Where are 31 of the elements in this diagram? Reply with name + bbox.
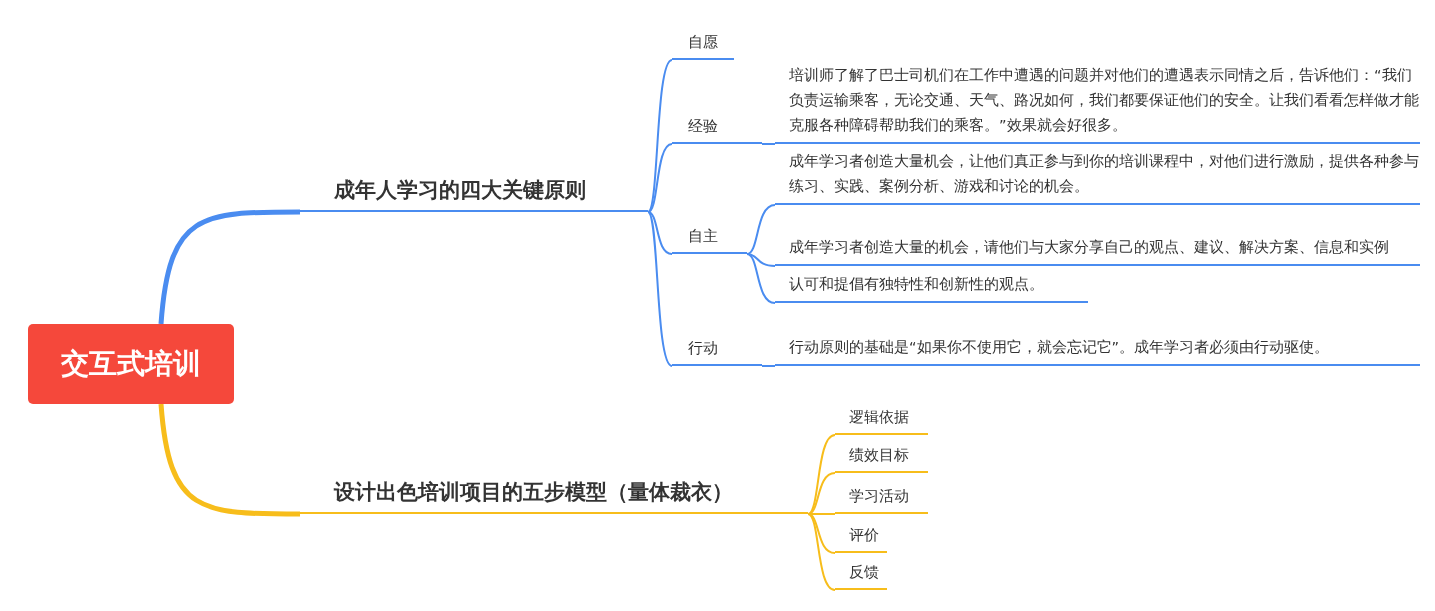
branch-line [158, 209, 300, 325]
note-text: 培训师了解了巴士司机们在工作中遭遇的问题并对他们的遭遇表示同情之后，告诉他们：“我们负责运输乘客，无论交通、天气、路况如何，我们都要保证他们的安全。让我们看看怎样做才能克服各种障碍帮助我们的乘客。”效果就会好很多。 [775, 66, 1420, 144]
branch-line [647, 211, 673, 255]
branch-line [647, 59, 673, 213]
branch-line [807, 472, 836, 515]
branch-line [746, 253, 776, 267]
branch-line [761, 143, 776, 145]
note-text: 行动原则的基础是“如果你不使用它，就会忘记它”。成年学习者必须由行动驱使。 [775, 312, 1420, 366]
note-text: 成年学习者创造大量机会，让他们真正参与到你的培训课程中，对他们进行激励，提供各种参与练习、实践、案例分析、游戏和讨论的机会。 [775, 152, 1420, 205]
subtopic: 学习活动 [835, 484, 928, 514]
subtopic: 逻辑依据 [835, 405, 928, 435]
note-text: 成年学习者创造大量的机会，请他们与大家分享自己的观点、建议、解决方案、信息和实例 [775, 212, 1420, 266]
subtopic: 绩效目标 [835, 443, 928, 473]
branch-line [746, 253, 776, 304]
subtopic: 自主 [672, 222, 747, 254]
branch-topic: 设计出色培训项目的五步模型（量体裁衣） [300, 472, 808, 514]
branch-line [807, 513, 836, 591]
subtopic: 反馈 [835, 560, 887, 590]
branch-topic: 成年人学习的四大关键原则 [300, 172, 648, 212]
subtopic: 经验 [672, 110, 762, 144]
branch-line [761, 365, 776, 367]
branch-line [647, 211, 673, 367]
note-text: 认可和提倡有独特性和创新性的观点。 [775, 272, 1088, 303]
central-topic-box: 交互式培训 [28, 324, 234, 404]
branch-line [158, 403, 300, 517]
subtopic: 评价 [835, 523, 887, 553]
branch-line [807, 434, 836, 515]
branch-line [746, 204, 776, 255]
branch-line [647, 143, 673, 213]
subtopic: 行动 [672, 334, 762, 366]
subtopic: 自愿 [672, 28, 734, 60]
